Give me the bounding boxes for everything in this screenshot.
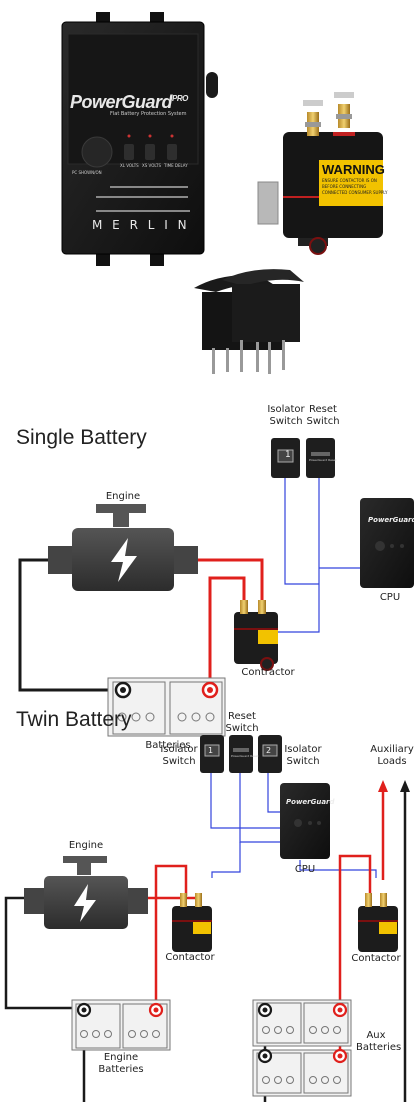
single-cpu-brand: PowerGuard — [368, 516, 414, 524]
twin-reset-switch-text: PowerGuard Reset — [231, 754, 259, 758]
twin-engine-label: Engine — [68, 840, 104, 851]
reset-switch-icon — [229, 735, 253, 773]
rocker-switch-photo — [194, 269, 304, 374]
single-battery-title: Single Battery — [16, 426, 147, 449]
controller-pc-label: PC SHOWN/ON — [72, 170, 102, 175]
twin-reset-switch-label: Reset Switch — [225, 711, 259, 734]
twin-battery-diagram — [4, 735, 410, 1102]
single-negative-wire — [18, 558, 123, 692]
single-reset-switch-text: PowerGuard Reset — [309, 458, 337, 462]
controller-maker-logo: M E R L I N — [92, 218, 190, 232]
contactor-right-icon — [358, 893, 398, 952]
twin-engine-batteries-label: Engine Batteries — [98, 1052, 144, 1075]
twin-isolator-left-label: Isolator Switch — [160, 744, 198, 767]
isolator-switch-icon — [271, 438, 300, 478]
twin-contactor-left-label: Contactor — [165, 952, 215, 963]
twin-isolator-left-number: 1 — [208, 746, 214, 755]
contactor-left-icon — [172, 893, 212, 952]
single-batteries-icon — [107, 677, 226, 737]
twin-auxiliary-loads-label: Auxiliary Loads — [370, 744, 414, 767]
single-positive-wire — [178, 558, 264, 690]
contactor-warning-line-2: BEFORE CONNECTING — [322, 184, 367, 189]
single-battery-diagram — [18, 438, 414, 737]
contactor-icon — [234, 600, 278, 671]
controller-button-label-1: XL VOLTS — [120, 163, 139, 168]
powerguard-controller-photo — [61, 12, 218, 266]
twin-cpu-label: CPU — [294, 864, 316, 875]
isolator-switch-right-icon — [258, 735, 282, 773]
single-reset-switch-label: Reset Switch — [306, 404, 340, 427]
single-engine-label: Engine — [105, 491, 141, 502]
single-cpu-label: CPU — [379, 592, 401, 603]
twin-cpu-brand: PowerGuard — [286, 798, 335, 806]
contactor-warning-title: WARNING — [322, 162, 385, 177]
engine-icon — [24, 856, 148, 929]
single-batteries-label: Batteries — [145, 740, 191, 751]
reset-switch-icon — [306, 438, 335, 478]
aux-batteries-icon — [252, 999, 352, 1097]
twin-contactor-right-label: Contactor — [351, 953, 401, 964]
twin-isolator-right-label: Isolator Switch — [284, 744, 322, 767]
twin-aux-batteries-label: Aux Batteries — [356, 1030, 402, 1053]
single-signal-wiring — [267, 476, 364, 648]
engine-batteries-icon — [71, 999, 171, 1051]
engine-icon — [48, 504, 198, 591]
cpu-unit-icon — [360, 498, 414, 588]
contactor-warning-line-3: CONNECTED CONSUMER SUPPLY — [322, 190, 388, 195]
controller-subtitle: Flat Battery Protection System — [110, 111, 187, 117]
twin-signal-wiring — [210, 773, 377, 878]
controller-button-label-2: XS VOLTS — [142, 163, 162, 168]
single-isolator-switch-number: 1 — [285, 450, 291, 460]
twin-battery-title: Twin Battery — [16, 708, 132, 731]
contactor-warning-line-1: ENSURE CONTACTOR IS ON — [322, 178, 377, 183]
single-isolator-switch-label: Isolator Switch — [267, 404, 305, 427]
controller-brand: PowerGuardPRO — [70, 92, 188, 112]
contactor-photo — [257, 92, 383, 255]
cpu-unit-icon — [280, 783, 330, 859]
twin-isolator-right-number: 2 — [266, 746, 272, 755]
isolator-switch-left-icon — [200, 735, 224, 773]
controller-button-label-3: TIME DELAY — [164, 163, 188, 168]
single-contactor-label: Contractor — [241, 667, 295, 678]
